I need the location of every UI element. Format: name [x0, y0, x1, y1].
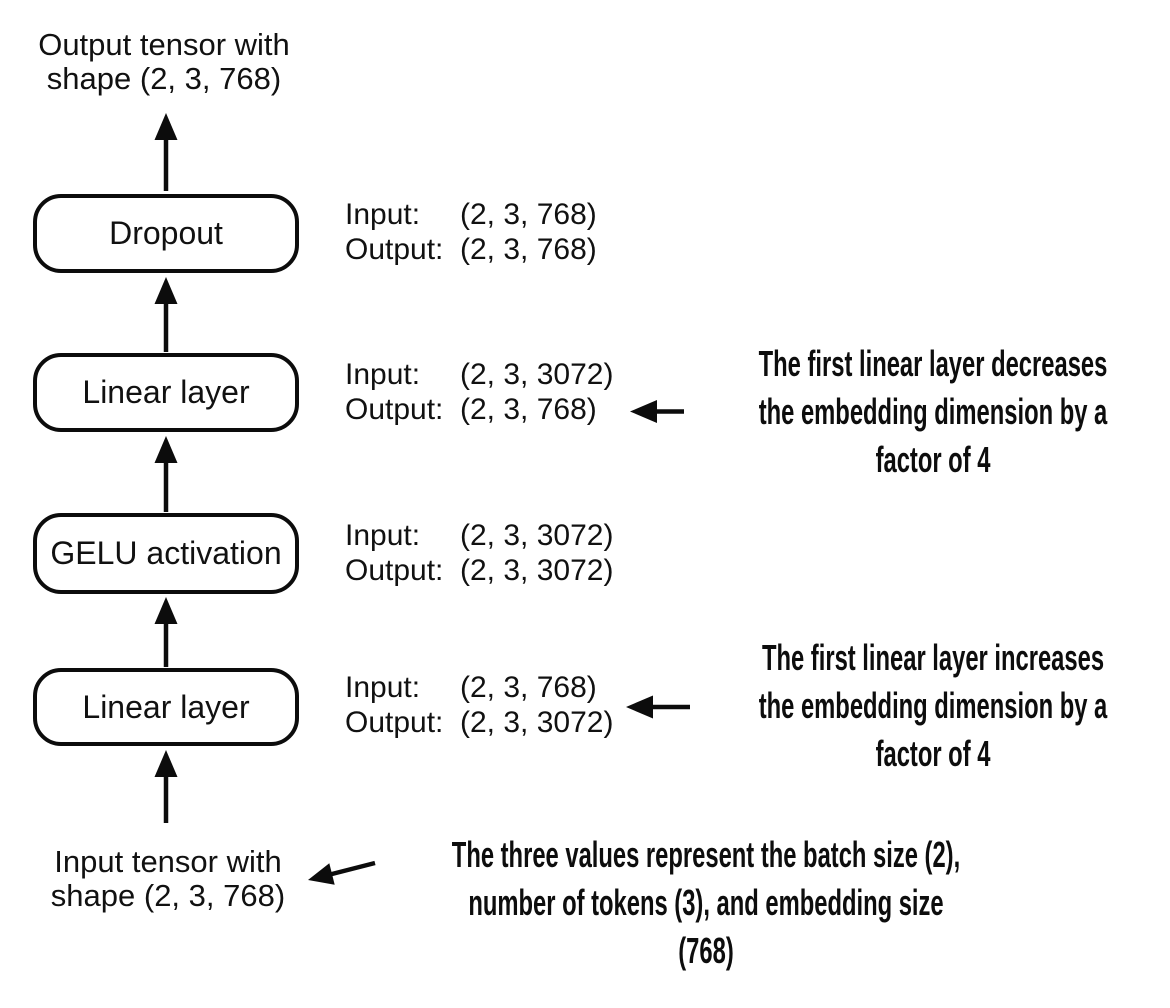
- left-arrow-icon: [630, 400, 684, 423]
- input-tensor-label-line1: Input tensor with: [54, 844, 282, 879]
- annotation-increase-dimension: The first linear layer increases the emb…: [728, 634, 1137, 778]
- up-arrow-icon: [154, 597, 178, 667]
- node-gelu-activation: GELU activation: [33, 513, 299, 594]
- annotation-line: (768): [678, 930, 734, 971]
- output-shape-value: (2, 3, 3072): [460, 554, 614, 587]
- up-arrow-icon: [154, 750, 178, 823]
- annotation-line: the embedding dimension by a: [758, 685, 1108, 726]
- left-arrow-icon: [626, 695, 690, 719]
- shape-pair-linear-1: Input: (2, 3, 768) Output: (2, 3, 3072): [345, 670, 613, 740]
- diagonal-arrow-icon: [308, 860, 376, 885]
- shape-pair-dropout: Input: (2, 3, 768) Output: (2, 3, 768): [345, 197, 597, 267]
- annotation-decrease-dimension: The first linear layer decreases the emb…: [728, 340, 1137, 484]
- input-shape-value: (2, 3, 768): [460, 198, 597, 231]
- node-gelu-activation-label: GELU activation: [50, 535, 282, 571]
- annotation-line: factor of 4: [875, 439, 991, 480]
- node-linear-layer-1-label: Linear layer: [82, 688, 250, 725]
- node-linear-layer-1: Linear layer: [33, 668, 299, 746]
- output-label: Output:: [345, 554, 444, 587]
- input-label: Input:: [345, 198, 421, 231]
- annotation-line: The first linear layer increases: [761, 637, 1105, 678]
- up-arrow-icon: [154, 277, 178, 352]
- annotation-line: The three values represent the batch siz…: [451, 834, 961, 875]
- input-tensor-label: Input tensor with shape (2, 3, 768): [18, 845, 318, 913]
- annotation-line: factor of 4: [875, 733, 991, 774]
- node-linear-layer-2-label: Linear layer: [82, 374, 250, 410]
- node-dropout-label: Dropout: [109, 215, 223, 251]
- output-shape-value: (2, 3, 768): [460, 393, 597, 426]
- input-shape-value: (2, 3, 768): [460, 671, 597, 704]
- up-arrow-icon: [154, 113, 178, 191]
- input-label: Input:: [345, 519, 421, 552]
- node-dropout: Dropout: [33, 194, 299, 273]
- input-shape-value: (2, 3, 3072): [460, 519, 614, 552]
- input-label: Input:: [345, 671, 421, 704]
- output-tensor-label: Output tensor with shape (2, 3, 768): [14, 28, 314, 96]
- annotation-line: the embedding dimension by a: [758, 391, 1108, 432]
- annotation-line: The first linear layer decreases: [758, 343, 1108, 384]
- shape-pair-linear-2: Input: (2, 3, 3072) Output: (2, 3, 768): [345, 357, 613, 427]
- output-label: Output:: [345, 706, 444, 739]
- output-tensor-label-line2: shape (2, 3, 768): [46, 61, 282, 96]
- annotation-line: number of tokens (3), and embedding size: [468, 882, 944, 923]
- annotation-tensor-values: The three values represent the batch siz…: [402, 831, 1009, 975]
- shape-pair-gelu: Input: (2, 3, 3072) Output: (2, 3, 3072): [345, 518, 613, 588]
- input-tensor-label-line2: shape (2, 3, 768): [50, 878, 286, 913]
- up-arrow-icon: [154, 436, 178, 512]
- input-shape-value: (2, 3, 3072): [460, 358, 614, 391]
- input-label: Input:: [345, 358, 421, 391]
- node-linear-layer-2: Linear layer: [33, 353, 299, 432]
- output-shape-value: (2, 3, 3072): [460, 706, 614, 739]
- output-shape-value: (2, 3, 768): [460, 233, 597, 266]
- output-label: Output:: [345, 393, 444, 426]
- output-tensor-label-line1: Output tensor with: [38, 27, 290, 62]
- output-label: Output:: [345, 233, 444, 266]
